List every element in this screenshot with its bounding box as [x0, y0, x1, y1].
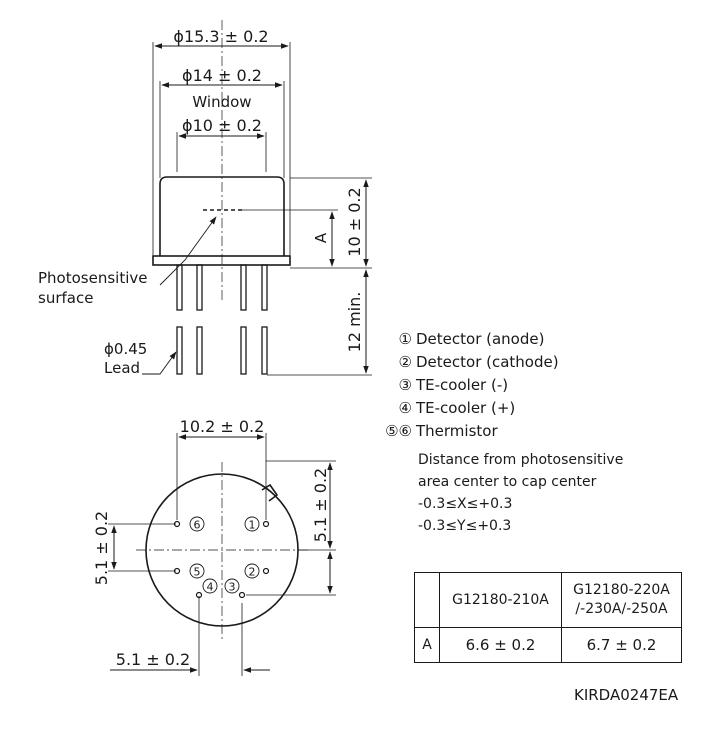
note-line-3: -0.3≤X≤+0.3 — [418, 496, 513, 512]
leader-photosensitive — [159, 216, 217, 286]
note-line-2: area center to cap center — [418, 474, 597, 490]
lead-1-lower — [176, 326, 183, 375]
table-header-row: G12180-210A G12180-220A /-230A/-250A — [414, 572, 682, 628]
pin-row-number: ④ — [398, 399, 412, 417]
pin-hole-4 — [195, 591, 203, 599]
lead-label: Lead — [104, 359, 140, 377]
tolerance-note: Distance from photosensitive area center… — [418, 449, 623, 537]
pin-hole-2 — [262, 567, 270, 575]
table-header-col2-line1: G12180-220A — [573, 582, 670, 598]
pin-number-4: 4 — [202, 578, 218, 594]
dim-window-label: ϕ10 ± 0.2 — [182, 116, 262, 135]
dim-pin-spacing-right-label: 5.1 ± 0.2 — [311, 468, 330, 542]
dim-cap-outer-label: ϕ15.3 ± 0.2 — [173, 27, 268, 46]
dim-height-label: 10 ± 0.2 — [345, 187, 364, 256]
pin-row-label: Thermistor — [416, 422, 498, 440]
photosensitive-label-line2: surface — [38, 289, 93, 307]
pin-number-3: 3 — [224, 578, 240, 594]
window-label: Window — [192, 93, 251, 111]
pin-row-number: ① — [398, 330, 412, 348]
leader-lead — [142, 351, 177, 375]
table-header-col2: G12180-220A /-230A/-250A — [561, 572, 682, 628]
lead-3-upper — [240, 264, 247, 311]
pin-number-5-text: 5 — [194, 566, 201, 579]
lead-2-upper — [196, 264, 203, 311]
lead-4-lower — [261, 326, 268, 375]
pin-number-1: 1 — [244, 516, 260, 532]
table-header-col1: G12180-210A — [439, 572, 562, 628]
table-cell-val2: 6.7 ± 0.2 — [561, 627, 682, 663]
dim-pin-spacing-top-label: 10.2 ± 0.2 — [180, 417, 265, 436]
photosensitive-label-line1: Photosensitive — [38, 269, 147, 287]
table-row-label: A — [414, 627, 440, 663]
pin-number-6-text: 6 — [194, 519, 201, 532]
dim-lead-length-label: 12 min. — [345, 292, 364, 353]
dim-a-label: A — [312, 232, 330, 243]
side-view: ϕ15.3 ± 0.2 ϕ14 ± 0.2 Window ϕ10 ± 0.2 A… — [38, 20, 372, 377]
pin-hole-6 — [173, 520, 181, 528]
table-header-col2-line2: /-230A/-250A — [575, 601, 668, 617]
pin-number-2-text: 2 — [249, 566, 256, 579]
pin-hole-3 — [238, 591, 246, 599]
table-cell-val1: 6.6 ± 0.2 — [439, 627, 562, 663]
pin-row-number: ③ — [398, 376, 412, 394]
pin-row-label: Detector (cathode) — [416, 353, 559, 371]
pin-hole-1 — [262, 520, 270, 528]
dim-pin-spacing-bottom-label: 5.1 ± 0.2 — [116, 650, 190, 669]
pin-number-3-text: 3 — [229, 581, 236, 594]
pin-row-label: TE-cooler (+) — [416, 399, 516, 417]
dimension-a-table: G12180-210A G12180-220A /-230A/-250A A 6… — [414, 572, 682, 663]
bottom-view: 1 2 3 4 5 6 10.2 ± 0.2 5.1 ± 0.2 5.1 ± 0… — [92, 417, 336, 676]
table-corner-cell — [414, 572, 440, 628]
pin-row-number: ⑤⑥ — [385, 422, 412, 440]
pin-number-6: 6 — [189, 516, 205, 532]
pin-number-4-text: 4 — [207, 581, 214, 594]
lead-2-lower — [196, 326, 203, 375]
pin-hole-5 — [173, 567, 181, 575]
pin-row-label: Detector (anode) — [416, 330, 545, 348]
pin-number-2: 2 — [244, 563, 260, 579]
dim-pin-spacing-left-label: 5.1 ± 0.2 — [92, 511, 111, 585]
document-id: KIRDA0247EA — [574, 686, 679, 704]
note-line-1: Distance from photosensitive — [418, 452, 624, 468]
pin-row-label: TE-cooler (-) — [416, 376, 509, 394]
pin-row-number: ② — [398, 353, 412, 371]
table-row: A 6.6 ± 0.2 6.7 ± 0.2 — [414, 627, 682, 663]
index-tab — [261, 483, 279, 502]
dim-cap-inner-label: ϕ14 ± 0.2 — [182, 66, 262, 85]
lead-dia-label: ϕ0.45 — [104, 340, 147, 358]
note-line-4: -0.3≤Y≤+0.3 — [418, 518, 512, 534]
lead-1-upper — [176, 264, 183, 311]
pin-number-1-text: 1 — [249, 519, 256, 532]
flange — [152, 255, 291, 266]
lead-4-upper — [261, 264, 268, 311]
pin-number-5: 5 — [189, 563, 205, 579]
lead-3-lower — [240, 326, 247, 375]
